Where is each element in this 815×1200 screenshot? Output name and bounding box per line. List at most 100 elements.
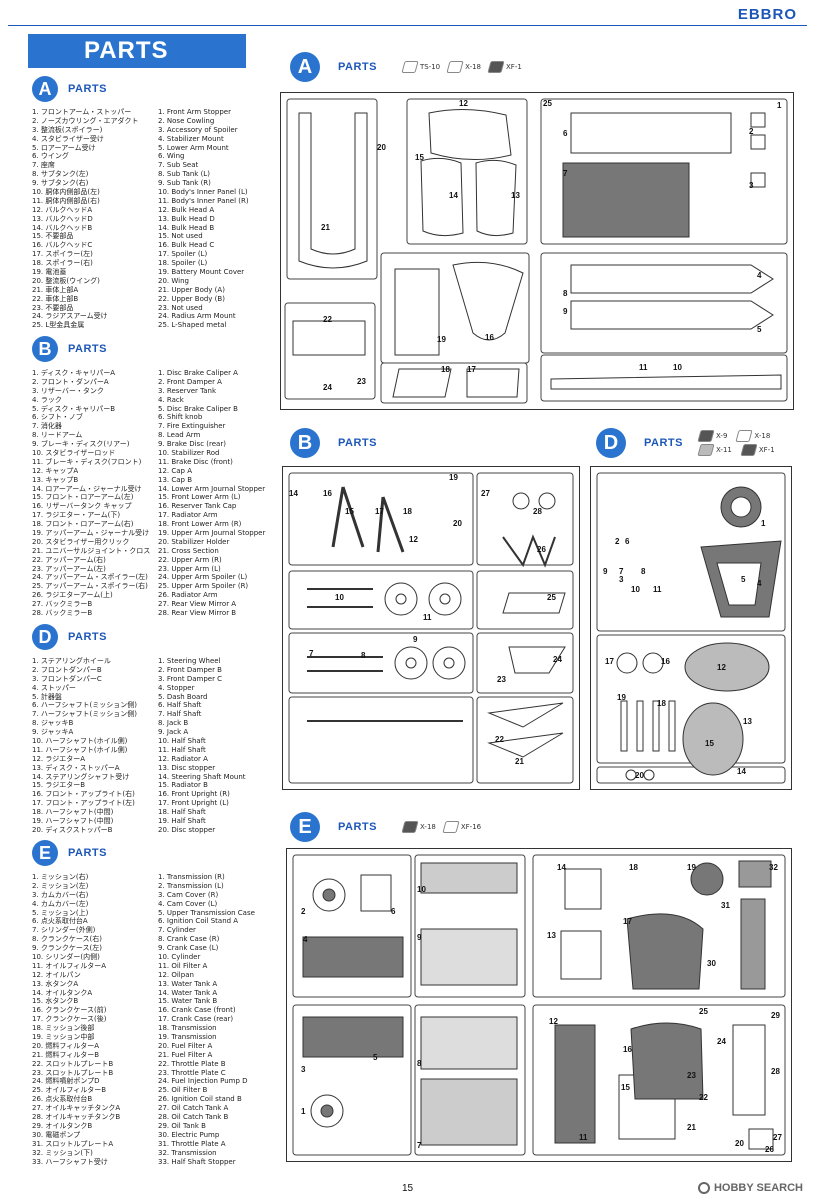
part-list-item-en: 10. Body's Inner Panel (L) [158,188,248,197]
part-list-item-en: 11. Brake Disc (front) [158,457,233,466]
sprue-part-number: 17 [623,917,632,926]
part-list-item-jp: 27. バックミラーB [32,600,93,609]
part-list-item-jp: 9. クランクケース(左) [32,944,103,953]
sprue-part-number: 19 [449,473,458,482]
sprue-part-number: 12 [717,663,726,672]
part-list-item-jp: 18. ミッション後部 [32,1024,95,1033]
sprue-part-number: 24 [553,655,562,664]
part-list-item-jp: 4. スタビライザー受け [32,134,104,143]
part-list-item-jp: 16. バルクヘッドC [32,241,93,250]
part-list-item-jp: 2. ノーズカウリング・エアダクト [32,116,139,125]
sprue-part-number: 23 [687,1071,696,1080]
sprue-part-number: 10 [417,885,426,894]
part-list-item-en: 6. Wing [158,152,185,161]
part-list-item-jp: 19. ハーフシャフト(中間) [32,817,114,826]
sprue-part-number: 1 [301,1107,306,1116]
part-list-item-jp: 24. ラジアスアーム受け [32,312,108,321]
part-list-item-en: 25. Oil Filter B [158,1086,208,1095]
watermark-text: HOBBY SEARCH [713,1182,803,1194]
part-list-item-jp: 5. 計器盤 [32,692,62,701]
section-title: PARTS [68,83,107,95]
sprue-part-number: 15 [621,1083,630,1092]
sprue-part-number: 8 [361,651,366,660]
part-list-item-jp: 13. バルクヘッドD [32,214,93,223]
part-list-item-en: 5. Upper Transmission Case [158,908,255,917]
part-list-item-jp: 6. ウイング [32,152,69,161]
part-list-item-en: 7. Half Shaft [158,710,202,719]
section-b-header: B PARTS [32,336,107,362]
part-list-item-en: 21. Fuel Filter A [158,1050,213,1059]
sprue-part-number: 11 [423,613,432,622]
part-list-item-jp: 13. 水タンクA [32,979,79,988]
part-list-item-jp: 12. ラジエターA [32,754,86,763]
sprue-part-number: 9 [603,567,608,576]
sprue-part-number: 24 [323,383,332,392]
part-list-item-jp: 14. ロアーアーム・ジャーナル受け [32,484,142,493]
paint-swatch: XF-16 [442,821,481,833]
part-list-item-jp: 7. ハーフシャフト(ミッション側) [32,710,137,719]
part-list-item-en: 1. Transmission (R) [158,873,225,881]
paint-swatch: X-18 [401,821,436,833]
sprue-part-number: 11 [653,585,662,594]
sprue-part-number: 29 [771,1011,780,1020]
part-list-item-jp: 25. アッパーアーム・スポイラー(右) [32,582,148,591]
sprue-part-number: 20 [453,519,462,528]
sheet-title: PARTS [338,61,377,73]
part-list-item-en: 14. Steering Shaft Mount [158,772,246,781]
section-title: PARTS [68,847,107,859]
part-list-item-jp: 17. スポイラー(左) [32,250,93,259]
sprue-part-number: 5 [757,325,762,334]
sprue-part-number: 7 [309,649,314,658]
part-list-item-jp: 26. ラジエターアーム(上) [32,591,113,600]
part-list-item-en: 20. Disc stopper [158,825,216,834]
part-list-item-jp: 11. 胴体内側部品(右) [32,196,100,205]
part-list-item-jp: 16. フロント・アップライト(右) [32,790,135,799]
part-list-item-jp: 23. 不要部品 [32,303,74,312]
part-list-item-jp: 5. ロアーアーム受け [32,143,96,152]
part-list-item-en: 11. Body's Inner Panel (R) [158,196,249,205]
part-list-item-en: 15. Radiator B [158,781,208,790]
part-list-item-en: 2. Nose Cowling [158,116,215,125]
page-number: 15 [401,1183,414,1194]
sprue-part-number: 26 [537,545,546,554]
part-list-item-jp: 22. 車体上部B [32,294,79,303]
part-list-item-en: 12. Cap A [158,466,192,475]
part-list-item-en: 15. Water Tank B [158,997,218,1006]
part-list-item-en: 17. Crank Case (rear) [158,1015,234,1024]
part-list-item-en: 29. Oil Tank B [158,1121,206,1130]
part-list-item-jp: 3. 整流板(スポイラー) [32,125,103,134]
sprue-part-number: 25 [547,593,556,602]
sprue-part-number: 19 [617,693,626,702]
section-e-en-list: 1. Transmission (R)2. Transmission (L)3.… [158,873,255,1166]
paint-code: X-9 [715,432,728,440]
part-list-item-jp: 21. 燃料フィルターB [32,1050,100,1059]
part-list-item-jp: 15. フロント・ロアーアーム(左) [32,493,134,502]
part-list-item-en: 8. Jack B [158,719,189,728]
paint-swatch: TS-10 [401,61,440,73]
sprue-part-number: 28 [771,1067,780,1076]
paint-chip-icon [446,61,464,73]
sprue-part-number: 14 [737,767,746,776]
sprue-part-number: 16 [485,333,494,342]
paint-chip-icon [697,430,715,442]
part-list-item-en: 7. Sub Seat [158,161,199,170]
sprue-part-number: 20 [735,1139,744,1148]
part-list-item-en: 14. Bulk Head B [158,223,215,232]
part-list-item-en: 18. Half Shaft [158,808,206,817]
sprue-part-number: 17 [375,507,384,516]
part-list-item-en: 27. Oil Catch Tank A [158,1104,229,1113]
part-list-item-jp: 29. オイルタンクB [32,1121,93,1130]
part-list-item-en: 19. Half Shaft [158,817,206,826]
sprue-part-number: 20 [635,771,644,780]
part-list-item-en: 8. Crank Case (R) [158,935,220,944]
sprue-b-drawing [288,472,574,784]
sheet-letter: D [596,428,626,458]
section-d-header: D PARTS [32,624,107,650]
sheet-letter: B [290,428,320,458]
section-letter: E [32,840,58,866]
part-list-item-en: 22. Upper Arm (R) [158,555,222,564]
sprue-part-number: 14 [557,863,566,872]
part-list-item-jp: 24. アッパーアーム・スポイラー(左) [32,573,148,582]
sprue-e-drawing [292,854,786,1156]
